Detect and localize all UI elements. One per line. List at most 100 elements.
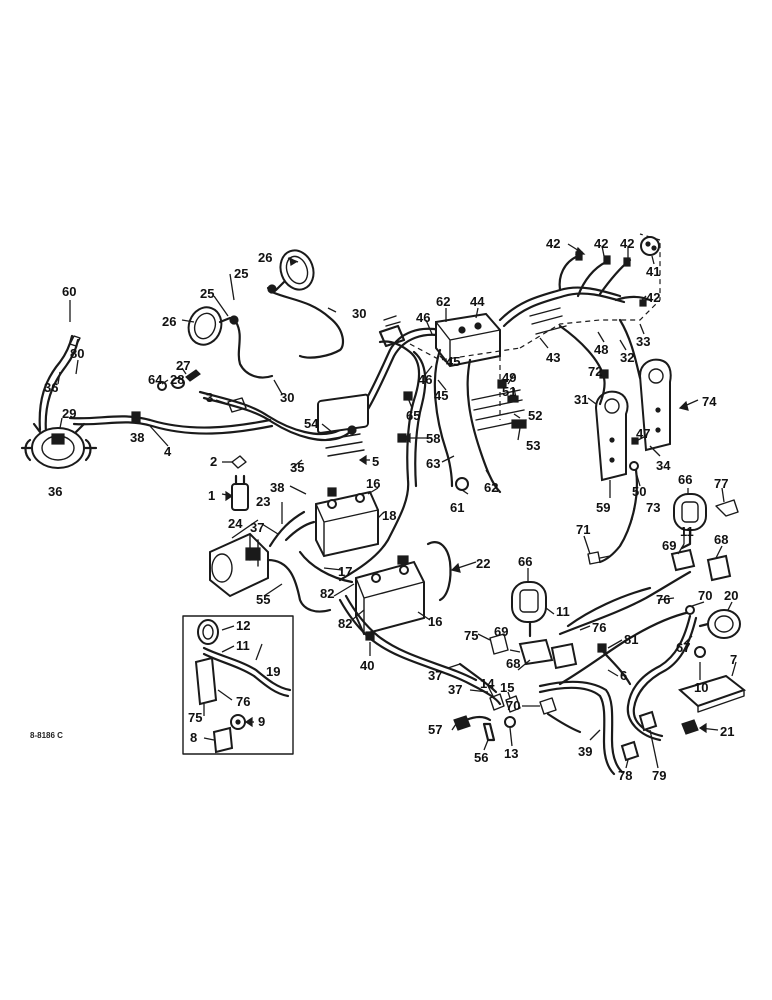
callout-65: 65 <box>406 408 420 423</box>
callout-82-lower: 82 <box>338 616 352 631</box>
callout-8: 8 <box>190 730 197 745</box>
callout-44: 44 <box>470 294 485 309</box>
lamp-wire-30-lower <box>234 320 274 379</box>
callout-79: 79 <box>652 768 666 783</box>
callout-32: 32 <box>620 350 634 365</box>
callout-25-lower: 25 <box>200 286 214 301</box>
callout-17: 17 <box>338 564 352 579</box>
part-28 <box>171 377 185 389</box>
part-64 <box>157 381 167 391</box>
conduit-67-b <box>632 616 698 738</box>
part-50 <box>629 461 639 471</box>
grommet-61 <box>455 477 469 491</box>
callout-40: 40 <box>360 658 374 673</box>
callout-37-lower-b: 37 <box>448 682 462 697</box>
callout-62-lower: 62 <box>484 480 498 495</box>
inset-bracket-75 <box>194 656 218 706</box>
beacon-20 <box>698 609 741 639</box>
callout-59: 59 <box>596 500 610 515</box>
callout-77: 77 <box>714 476 728 491</box>
callout-75-center: 75 <box>464 628 478 643</box>
rear-harness-42 <box>498 251 652 335</box>
bracket-59 <box>594 390 629 482</box>
callout-20: 20 <box>724 588 738 603</box>
callout-18: 18 <box>382 508 396 523</box>
inset-box <box>182 615 294 755</box>
cable-40 <box>338 598 502 706</box>
callout-46-upper: 46 <box>416 310 430 325</box>
callout-46-lower: 46 <box>418 372 432 387</box>
cable-37 <box>284 520 316 542</box>
callout-26-lower: 26 <box>162 314 176 329</box>
callout-7: 7 <box>730 652 737 667</box>
callout-71: 71 <box>576 522 590 537</box>
callout-45-lower: 45 <box>434 388 448 403</box>
callout-72: 72 <box>588 364 602 379</box>
lamp-wire-30-upper <box>270 290 345 359</box>
callout-11-center: 11 <box>556 604 570 619</box>
callout-37-lower-a: 37 <box>428 668 442 683</box>
callout-73: 73 <box>646 500 660 515</box>
callout-23: 23 <box>256 494 270 509</box>
callout-16-lower: 16 <box>428 614 442 629</box>
callout-55: 55 <box>256 592 270 607</box>
callout-49: 49 <box>502 370 516 385</box>
part-71 <box>587 551 601 565</box>
callout-21: 21 <box>720 724 734 739</box>
callout-39: 39 <box>578 744 592 759</box>
callout-35: 35 <box>290 460 304 475</box>
inset-tube-19 <box>202 646 292 692</box>
callout-82-upper: 82 <box>320 586 334 601</box>
bracket-75 <box>489 633 509 655</box>
clip-65 <box>403 391 413 401</box>
callout-38-center: 38 <box>270 480 284 495</box>
callout-53: 53 <box>526 438 540 453</box>
wire-37-lower <box>458 662 498 694</box>
callout-68-right: 68 <box>714 532 728 547</box>
callout-80: 80 <box>70 346 84 361</box>
callout-57: 57 <box>428 722 442 737</box>
callout-63: 63 <box>426 456 440 471</box>
callout-16-upper: 16 <box>366 476 380 491</box>
callout-45-upper: 45 <box>446 354 460 369</box>
bracket-77 <box>715 499 739 517</box>
cable-40-b <box>344 594 478 682</box>
dashed-outline <box>409 240 661 361</box>
callout-62-upper: 62 <box>436 294 450 309</box>
conduit-39 <box>538 680 624 774</box>
callout-13: 13 <box>504 746 518 761</box>
bracket-69-center <box>518 638 554 666</box>
callout-2: 2 <box>210 454 217 469</box>
callout-75-inset: 75 <box>188 710 202 725</box>
starter-cable-55 <box>266 558 332 613</box>
callout-60: 60 <box>62 284 76 299</box>
battery-upper <box>315 487 379 558</box>
battery-cable-17 <box>298 550 354 584</box>
callout-76-inset: 76 <box>236 694 250 709</box>
headlamp-upper <box>266 249 315 294</box>
callout-33: 33 <box>636 334 650 349</box>
part-13 <box>504 716 516 728</box>
callout-31: 31 <box>574 392 588 407</box>
callout-28: 28 <box>170 372 184 387</box>
callout-43: 43 <box>546 350 560 365</box>
callout-70-lower: 70 <box>506 698 520 713</box>
connector-46 <box>378 324 406 348</box>
plate-7 <box>678 674 747 708</box>
callout-78: 78 <box>618 768 632 783</box>
callout-26-upper: 26 <box>258 250 272 265</box>
leader-lines <box>57 243 737 769</box>
callout-1: 1 <box>208 488 215 503</box>
callout-22: 22 <box>476 556 490 571</box>
callout-37-center: 37 <box>250 520 264 535</box>
callout-69-right: 69 <box>662 538 676 553</box>
callout-42-c: 42 <box>620 236 634 251</box>
cable-23 <box>268 510 306 548</box>
generator-assembly <box>20 334 98 469</box>
callout-14: 14 <box>480 676 495 691</box>
callout-70-right: 70 <box>698 588 712 603</box>
part-21 <box>681 719 699 735</box>
harness-branch <box>338 340 420 582</box>
callout-81: 81 <box>624 632 638 647</box>
